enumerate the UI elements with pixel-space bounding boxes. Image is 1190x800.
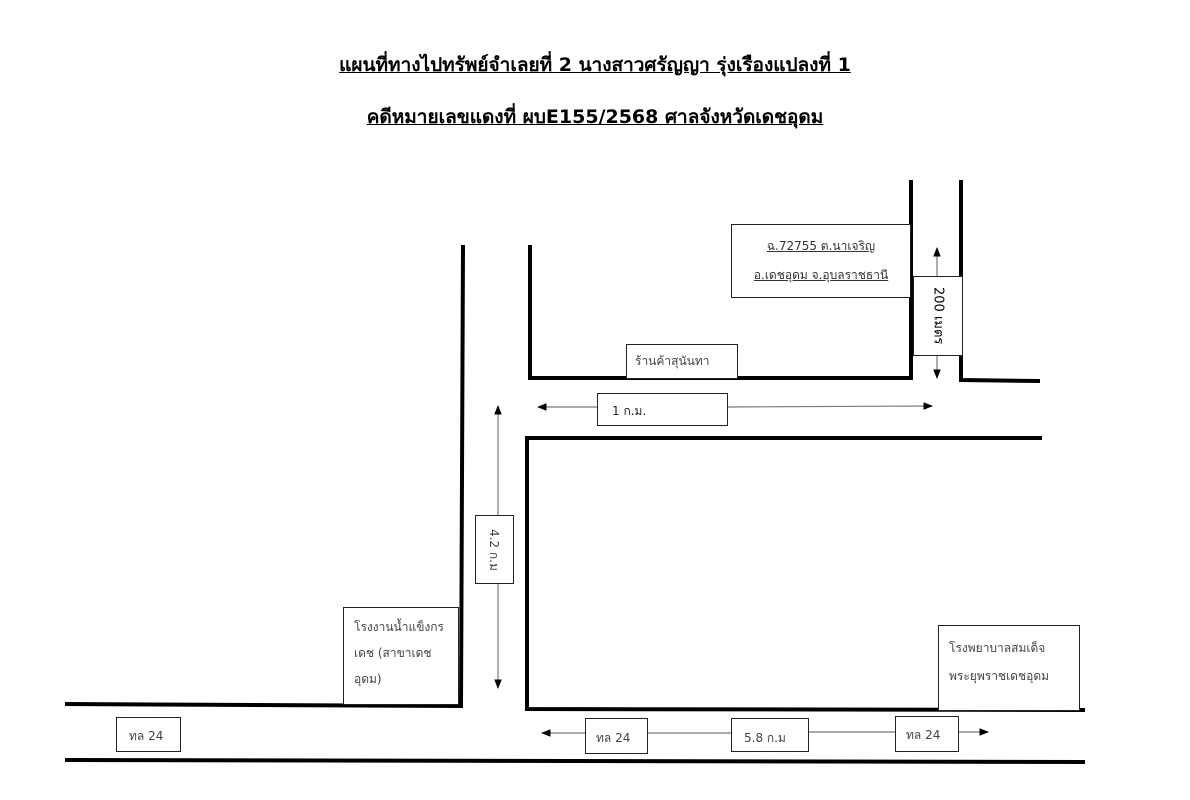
road-vertical-west-edge	[64, 244, 465, 709]
map-title: แผนที่ทางไปทรัพย์จำเลยที่ 2 นางสาวศรัญญา…	[339, 54, 851, 76]
dimension-1km-right	[726, 402, 933, 410]
property-label: ฉ.72755 ต.นาเจริญ อ.เดชอุดม จ.อุบลราชธาน…	[731, 224, 911, 298]
distance-1km-label: 1 ก.ม.	[597, 393, 728, 426]
ice-factory-label: โรงงานน้ำแข็งกร เดช (สาขาเดช อุดม)	[343, 607, 459, 705]
highway-24-label-left: ทล 24	[116, 717, 181, 752]
property-line1: ฉ.72755 ต.นาเจริญ	[766, 239, 876, 253]
highway-24-label-mid-right: ทล 24	[895, 716, 959, 752]
shop-label: ร้านค้าสุนันทา	[626, 344, 738, 379]
highway-24-south-edge	[64, 758, 1086, 764]
distance-5-8km-label: 5.8 ก.ม	[731, 718, 809, 752]
distance-200m-label: 200 เมตร	[913, 276, 963, 356]
property-line2: อ.เดชอุดม จ.อุบลราชธานี	[753, 268, 889, 282]
distance-4-2km-label: 4.2 ก.ม	[475, 515, 514, 584]
case-number-title: คดีหมายเลขแดงที่ ผบE155/2568 ศาลจังหวัดเ…	[366, 106, 824, 128]
road-branch-east-edge	[959, 180, 1041, 383]
hospital-label: โรงพยาบาลสมเด็จ พระยุพราชเดชอุดม	[938, 625, 1080, 711]
road-upper-south-edge	[525, 436, 1086, 712]
highway-24-label-mid-left: ทล 24	[585, 718, 648, 754]
